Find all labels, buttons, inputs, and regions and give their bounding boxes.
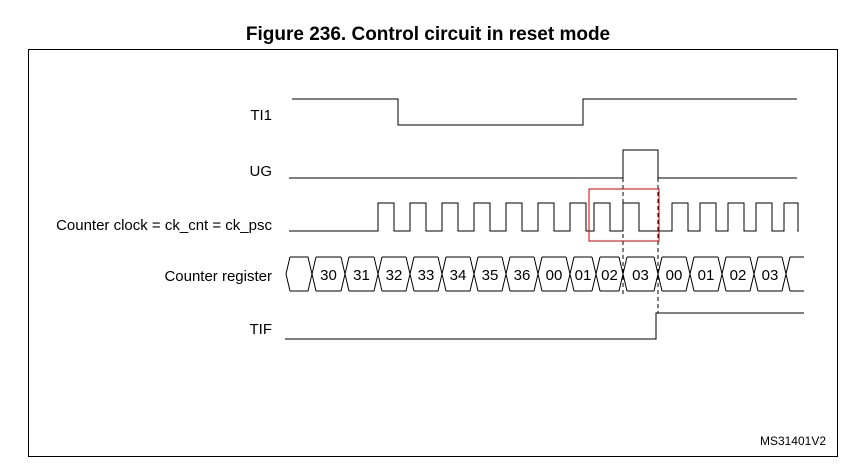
figure-reference: MS31401V2 [760,434,826,448]
counter-value: 34 [450,267,467,284]
counter-register-bus: 30 31 32 33 34 35 36 00 01 02 03 00 01 02 03 [285,256,804,292]
ug-waveform [289,149,797,179]
counter-value: 32 [386,267,403,284]
clock-waveform [289,202,799,232]
counter-value: 35 [482,267,499,284]
figure-frame [28,49,838,457]
counter-value: 02 [730,267,747,284]
ti1-label: TI1 [250,107,272,124]
counter-bus-outline [285,256,804,292]
counter-value: 00 [666,267,683,284]
reset-highlight-box [588,188,660,242]
counter-value: 33 [418,267,435,284]
figure-title: Figure 236. Control circuit in reset mod… [245,24,611,45]
counter-value: 30 [320,267,337,284]
counter-value: 36 [514,267,531,284]
counter-value: 31 [353,267,370,284]
counter-value: 03 [762,267,779,284]
clock-label: Counter clock = ck_cnt = ck_psc [56,217,272,234]
counter-value: 03 [632,267,649,284]
tif-waveform [285,312,804,340]
counter-register-label: Counter register [164,268,272,285]
counter-value: 02 [601,267,618,284]
ti1-waveform [292,98,797,126]
counter-value: 00 [546,267,563,284]
tif-label: TIF [250,321,273,338]
ug-label: UG [250,163,273,180]
counter-value: 01 [698,267,715,284]
counter-value: 01 [575,267,592,284]
